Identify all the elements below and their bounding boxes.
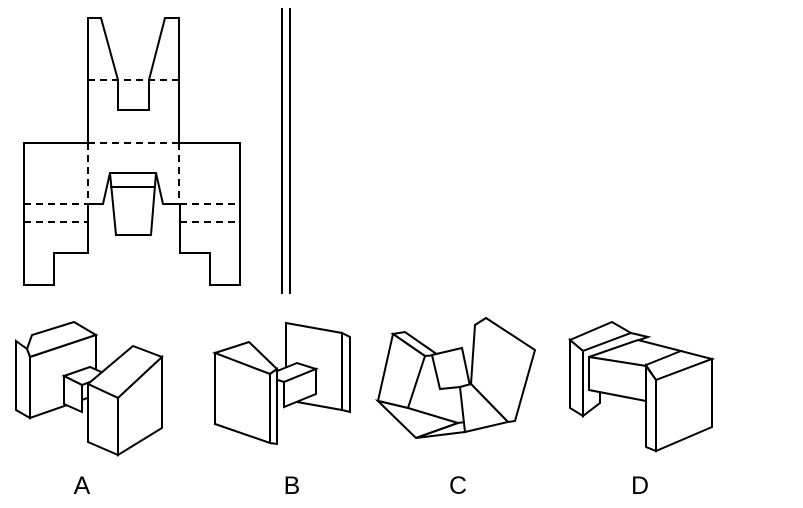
unfolded-net [23, 17, 241, 286]
option-c-label[interactable]: C [448, 472, 468, 500]
net-outline [23, 17, 241, 286]
option-d-figure [568, 320, 716, 453]
option-b-label[interactable]: B [283, 472, 301, 500]
net-inner-trapezoid [109, 172, 157, 236]
option-b-figure [211, 321, 351, 446]
option-a-figure [15, 320, 164, 457]
option-d-label[interactable]: D [630, 472, 650, 500]
divider [281, 8, 291, 294]
option-a-label[interactable]: A [73, 472, 91, 500]
option-c-figure [374, 316, 537, 440]
